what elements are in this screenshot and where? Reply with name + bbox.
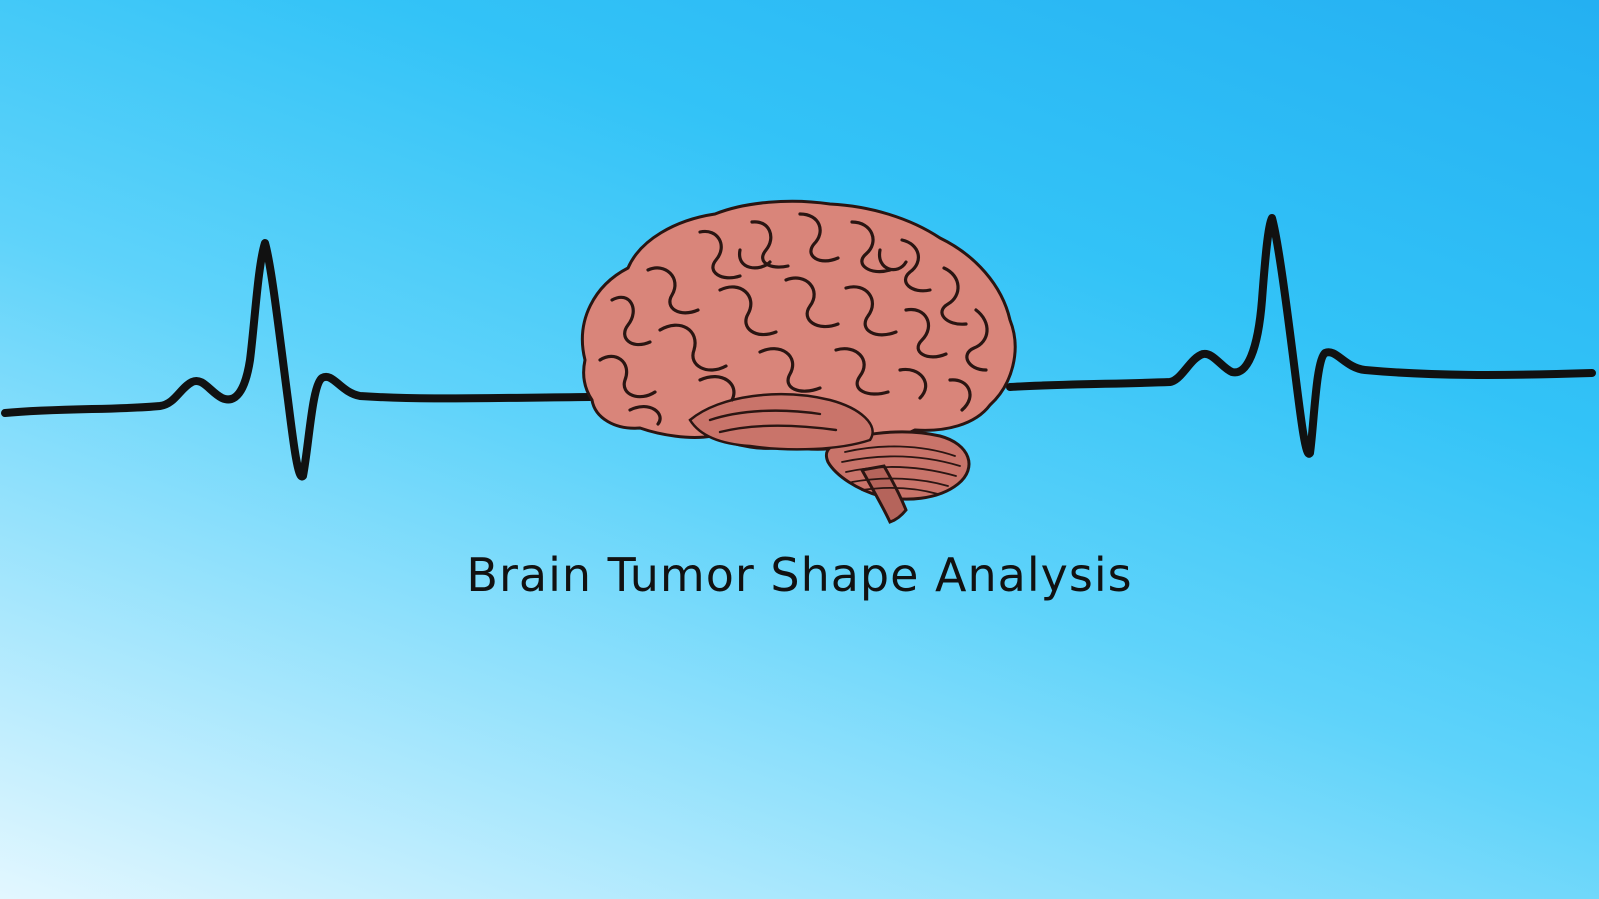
heartbeat-line-left bbox=[1, 239, 594, 481]
page-title: Brain Tumor Shape Analysis bbox=[466, 548, 1133, 602]
heartbeat-line-right bbox=[1006, 214, 1596, 458]
brain-icon bbox=[580, 199, 1017, 524]
brain-temporal-lobe bbox=[688, 393, 874, 451]
